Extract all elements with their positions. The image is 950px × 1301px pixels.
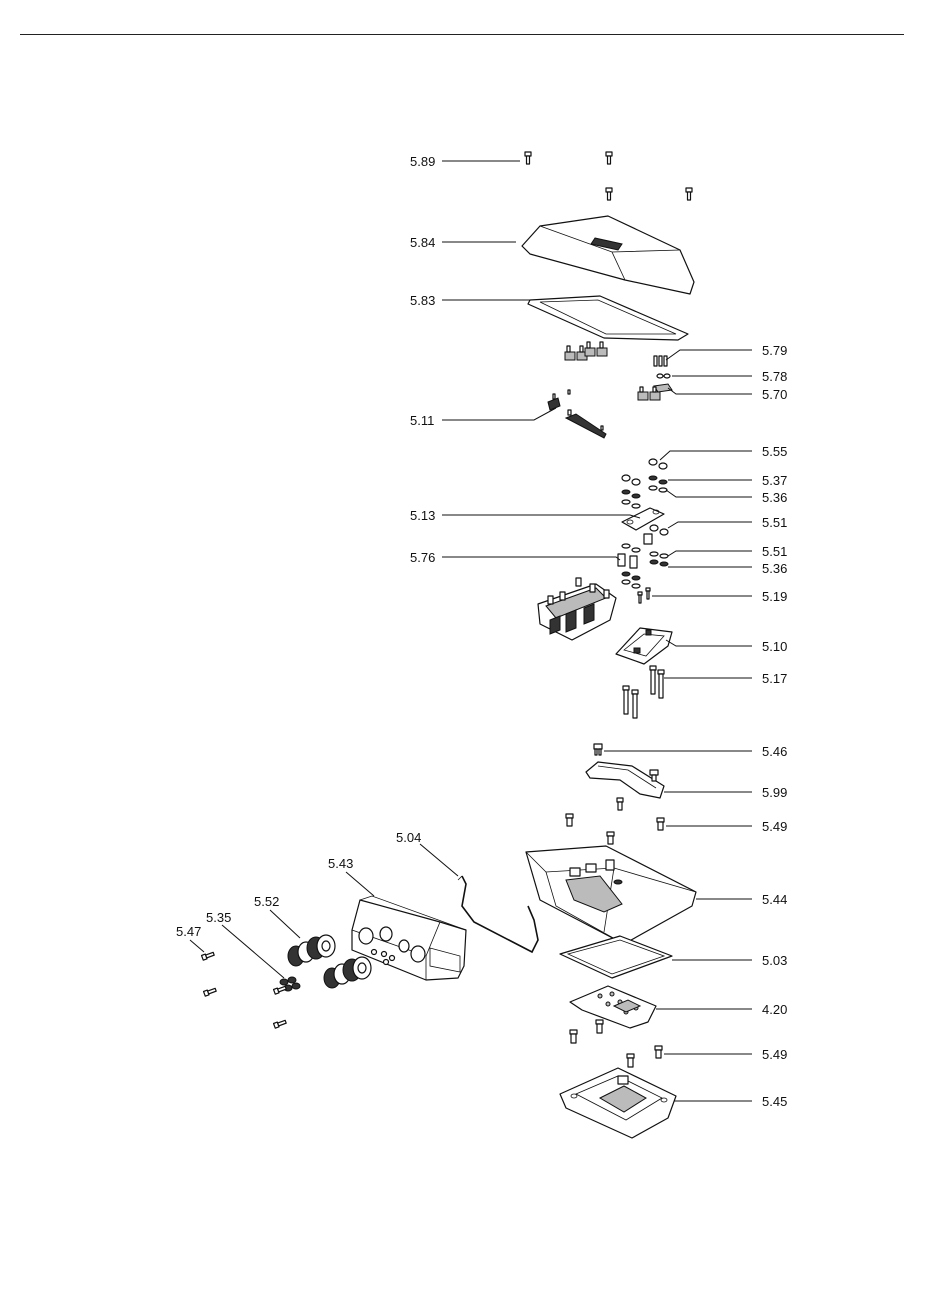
label-5-89: 5.89 [410,154,435,169]
label-5-78: 5.78 [762,369,787,384]
long-bolts [623,666,664,718]
label-5-84: 5.84 [410,235,435,250]
label-5-70: 5.70 [762,387,787,402]
nut-washer-stack [622,459,667,508]
label-5-19: 5.19 [762,589,787,604]
label-5-45: 5.45 [762,1094,787,1109]
cover-gasket [528,296,688,340]
insert-carrier [616,628,672,664]
label-5-37: 5.37 [762,473,787,488]
screw-icon [606,152,612,164]
screw-icon [606,188,612,200]
label-5-51-lower: 5.51 [762,544,787,559]
screw-icon [525,152,531,164]
label-5-52: 5.52 [254,894,279,909]
label-5-43: 5.43 [328,856,353,871]
label-5-79: 5.79 [762,343,787,358]
label-5-11: 5.11 [410,413,434,428]
small-screws [638,588,650,603]
wire-bracket [458,876,538,952]
label-4-20: 4.20 [762,1002,787,1017]
label-5-44: 5.44 [762,892,787,907]
label-5-46: 5.46 [762,744,787,759]
housing-screws-lower [570,1020,662,1067]
label-5-55: 5.55 [762,444,787,459]
label-5-36-upper: 5.36 [762,490,787,505]
label-5-35: 5.35 [206,910,231,925]
mounting-plate [586,744,664,810]
terminal-clamps [565,342,672,400]
label-5-47: 5.47 [176,924,201,939]
box-screws [202,951,287,1028]
label-5-17: 5.17 [762,671,787,686]
label-5-99: 5.99 [762,785,787,800]
housing-cover [522,216,694,294]
main-housing [526,846,696,944]
screw-icon [686,188,692,200]
terminal-bridge [622,508,668,544]
terminal-block-assembly [538,578,616,640]
housing-screws-upper [566,814,664,844]
label-5-13: 5.13 [410,508,435,523]
circuit-board [570,986,656,1028]
label-5-36-lower: 5.36 [762,561,787,576]
part-labels: 5.89 5.84 5.83 5.79 5.78 5.70 5.11 5.55 … [176,154,787,1109]
label-5-04: 5.04 [396,830,421,845]
label-5-49-lower: 5.49 [762,1047,787,1062]
earth-terminal [548,390,606,438]
label-5-10: 5.10 [762,639,787,654]
base-gasket [560,936,672,978]
base-plate [560,1068,676,1138]
label-5-76: 5.76 [410,550,435,565]
lower-terminal-stack [618,544,668,588]
label-5-49-upper: 5.49 [762,819,787,834]
top-screws [525,152,692,200]
label-5-51-upper: 5.51 [762,515,787,530]
label-5-03: 5.03 [762,953,787,968]
label-5-83: 5.83 [410,293,435,308]
